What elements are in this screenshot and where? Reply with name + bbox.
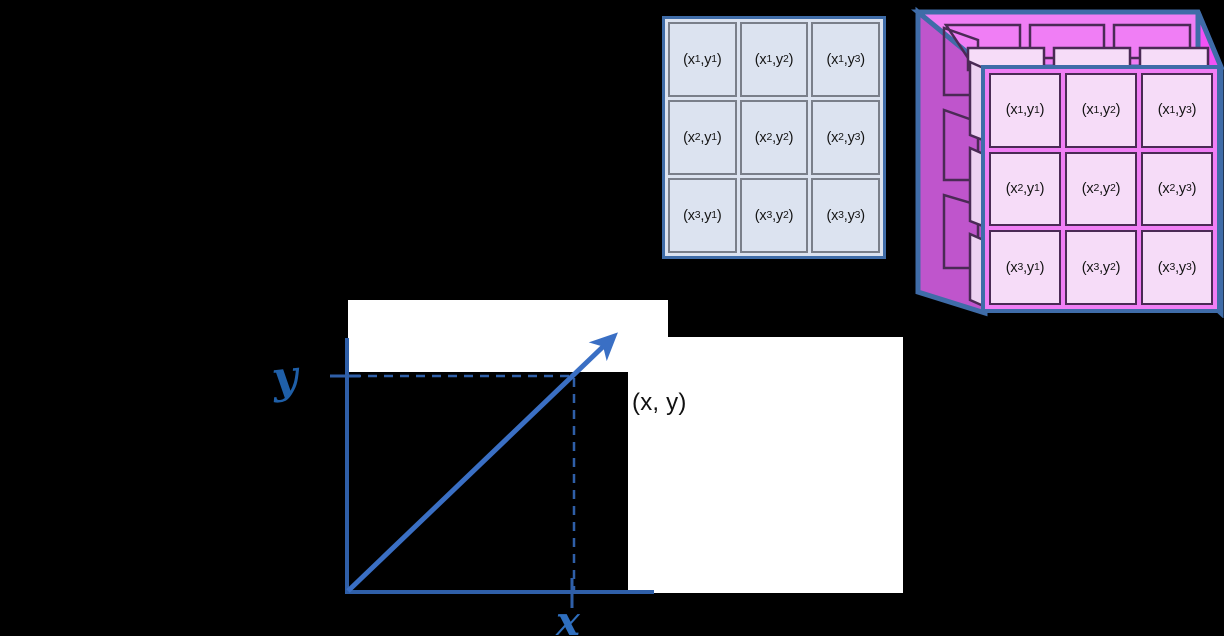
y-axis-label: y — [269, 350, 301, 405]
cube-second-layer-faces — [966, 46, 1210, 72]
point-coordinate-label: (x, y) — [632, 389, 687, 416]
x-axis-label: x — [556, 598, 580, 636]
diagonal-arrow — [346, 332, 618, 593]
white-backdrop-lower — [628, 337, 903, 593]
white-backdrop-upper — [348, 300, 668, 372]
